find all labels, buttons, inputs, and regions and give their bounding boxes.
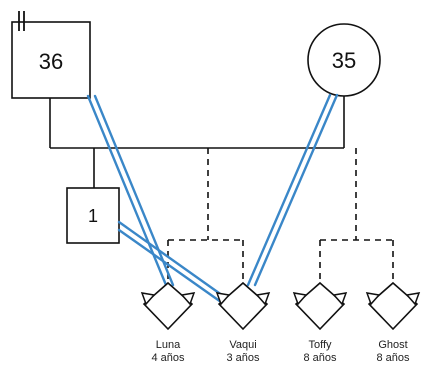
emotional-bond-lines [86, 93, 339, 304]
pet-age-ghost: 8 años [376, 352, 410, 364]
pet-dashed-lines [167, 148, 394, 283]
pet-name-luna: Luna [156, 339, 181, 351]
double-slash-marker [18, 11, 25, 31]
left-parent-node[interactable]: 36 [11, 21, 91, 99]
pet-node-toffy[interactable] [292, 281, 348, 331]
pet-age-luna: 4 años [151, 352, 185, 364]
pet-name-vaqui: Vaqui [229, 339, 256, 351]
pet-name-toffy: Toffy [308, 339, 332, 351]
pet-age-toffy: 8 años [303, 352, 337, 364]
pet-node-vaqui[interactable] [215, 281, 271, 331]
marriage-line [49, 96, 345, 149]
child-node[interactable]: 1 [66, 187, 120, 244]
right-parent-age: 35 [332, 48, 356, 73]
right-parent-node[interactable]: 35 [307, 23, 381, 97]
pet-name-ghost: Ghost [378, 339, 407, 351]
pet-node-luna[interactable] [140, 281, 196, 331]
left-parent-age: 36 [39, 49, 63, 74]
pet-node-ghost[interactable] [365, 281, 421, 331]
pet-age-vaqui: 3 años [226, 352, 260, 364]
child-age: 1 [88, 206, 98, 226]
